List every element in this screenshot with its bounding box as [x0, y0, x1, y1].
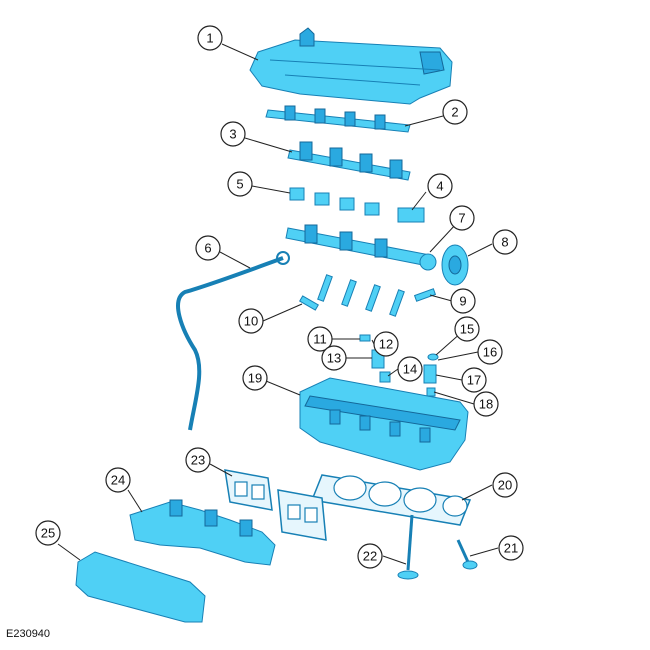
callout-24: 24	[105, 467, 131, 493]
callout-14-label: 14	[403, 362, 417, 377]
camshaft-part	[287, 141, 411, 181]
callout-1-label: 1	[206, 31, 213, 46]
callout-9: 9	[450, 288, 476, 314]
callout-11-label: 11	[313, 332, 327, 347]
callout-21-label: 21	[504, 541, 518, 556]
callout-12-label: 12	[379, 337, 393, 352]
callout-4-label: 4	[436, 179, 443, 194]
heat-shield-part	[75, 551, 206, 623]
exhaust-gaskets-part	[224, 469, 327, 541]
callout-6: 6	[195, 235, 221, 261]
callout-9-label: 9	[459, 294, 466, 309]
callout-18-label: 18	[479, 397, 493, 412]
camshaft-upper-part	[265, 105, 411, 133]
callout-25: 25	[35, 520, 61, 546]
callout-3: 3	[220, 121, 246, 147]
callout-4: 4	[427, 173, 453, 199]
exhaust-manifold-part	[129, 499, 276, 566]
callout-7: 7	[449, 205, 475, 231]
figure-code: E230940	[6, 628, 51, 640]
callout-10-label: 10	[244, 314, 258, 329]
callout-15: 15	[454, 316, 480, 342]
leader-lines	[57, 43, 499, 565]
valves-part	[397, 514, 478, 580]
callout-18: 18	[473, 391, 499, 417]
bearing-caps-part	[289, 187, 425, 223]
callout-22: 22	[357, 543, 383, 569]
valve-cover-part	[249, 27, 453, 105]
intake-camshaft-part	[285, 224, 437, 271]
callout-16-label: 16	[483, 345, 497, 360]
callout-13-label: 13	[327, 351, 341, 366]
callout-21: 21	[498, 535, 524, 561]
callout-3-label: 3	[229, 127, 236, 142]
callout-6-label: 6	[204, 241, 211, 256]
fuel-injectors-part	[299, 274, 437, 317]
callout-14: 14	[397, 356, 423, 382]
cylinder-head-part	[299, 377, 469, 471]
callout-19-label: 19	[248, 371, 262, 386]
dipstick-tube-part	[176, 251, 290, 431]
callout-8: 8	[492, 229, 518, 255]
callout-5: 5	[227, 171, 253, 197]
callout-20-label: 20	[498, 478, 512, 493]
callout-22-label: 22	[363, 549, 377, 564]
callout-20: 20	[492, 472, 518, 498]
callout-25-label: 25	[41, 526, 55, 541]
callout-7-label: 7	[458, 211, 465, 226]
camshaft-sprocket-part	[441, 244, 469, 286]
callout-10: 10	[238, 308, 264, 334]
callout-15-label: 15	[460, 322, 474, 337]
callout-1: 1	[197, 25, 223, 51]
callout-11: 11	[307, 326, 333, 352]
callout-17: 17	[461, 367, 487, 393]
callout-24-label: 24	[111, 473, 125, 488]
callout-2-label: 2	[451, 105, 458, 120]
callout-23-label: 23	[191, 453, 205, 468]
callout-8-label: 8	[501, 235, 508, 250]
callout-16: 16	[477, 339, 503, 365]
callout-5-label: 5	[236, 177, 243, 192]
callout-13: 13	[321, 345, 347, 371]
valve-train-parts	[359, 334, 439, 397]
callout-17-label: 17	[467, 373, 481, 388]
callout-23: 23	[185, 447, 211, 473]
callout-2: 2	[442, 99, 468, 125]
head-gasket-part	[310, 474, 472, 526]
callout-12: 12	[373, 331, 399, 357]
callout-19: 19	[242, 365, 268, 391]
